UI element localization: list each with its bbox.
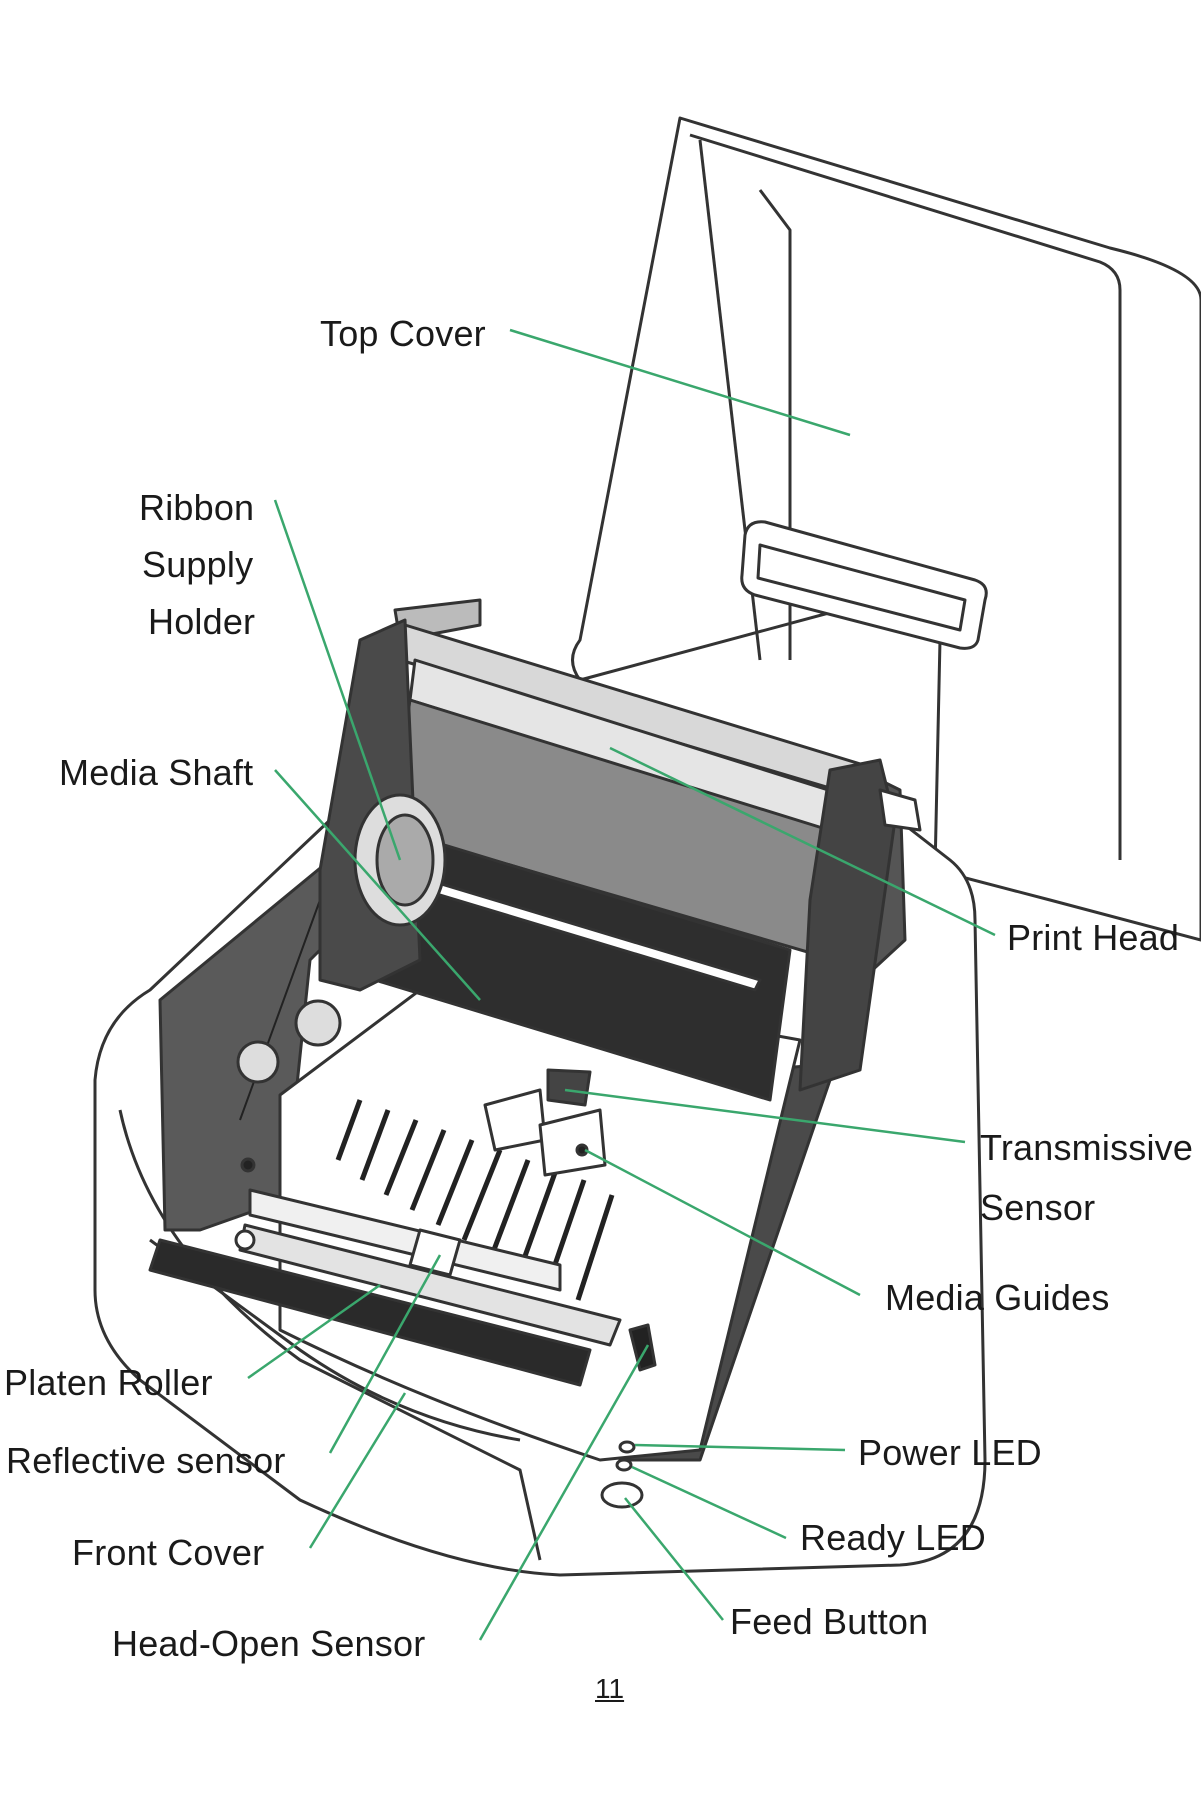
label-ribbon-supply-holder-line3: Holder bbox=[148, 601, 256, 642]
leader-power-led bbox=[634, 1443, 846, 1452]
label-power-led: Power LED bbox=[858, 1432, 1042, 1473]
leader-platen-roller bbox=[247, 1283, 381, 1380]
page-number: 11 bbox=[595, 1673, 625, 1704]
label-head-open-sensor: Head-Open Sensor bbox=[112, 1623, 426, 1664]
leader-ready-led bbox=[631, 1465, 787, 1540]
print-head-assembly bbox=[318, 598, 922, 1102]
label-top-cover: Top Cover bbox=[320, 313, 486, 354]
leader-top-cover bbox=[509, 328, 851, 437]
leader-transmissive-sensor bbox=[564, 1088, 966, 1144]
leader-ribbon-supply-holder bbox=[273, 499, 402, 861]
top-cover-illustration bbox=[571, 116, 1201, 942]
leader-reflective-sensor bbox=[328, 1254, 442, 1454]
label-ready-led: Ready LED bbox=[800, 1517, 986, 1558]
leader-front-cover bbox=[308, 1392, 407, 1549]
label-media-guides: Media Guides bbox=[885, 1277, 1110, 1318]
label-ribbon-supply-holder-line2: Supply bbox=[142, 544, 254, 585]
leader-media-shaft bbox=[274, 769, 481, 1001]
label-platen-roller: Platen Roller bbox=[4, 1362, 213, 1403]
label-media-shaft: Media Shaft bbox=[59, 752, 254, 793]
label-front-cover: Front Cover bbox=[72, 1532, 265, 1573]
leader-print-head bbox=[609, 746, 996, 937]
label-reflective-sensor: Reflective sensor bbox=[6, 1440, 286, 1481]
leader-media-guides bbox=[584, 1148, 861, 1297]
label-ribbon-supply-holder-line1: Ribbon bbox=[139, 487, 255, 528]
label-transmissive-sensor-line2: Sensor bbox=[980, 1187, 1096, 1228]
label-print-head: Print Head bbox=[1007, 917, 1180, 958]
leader-feed-button bbox=[624, 1497, 724, 1621]
leader-head-open-sensor bbox=[478, 1344, 650, 1641]
label-feed-button: Feed Button bbox=[730, 1601, 929, 1642]
leader-lines bbox=[247, 328, 996, 1641]
label-transmissive-sensor-line1: Transmissive bbox=[980, 1127, 1194, 1168]
